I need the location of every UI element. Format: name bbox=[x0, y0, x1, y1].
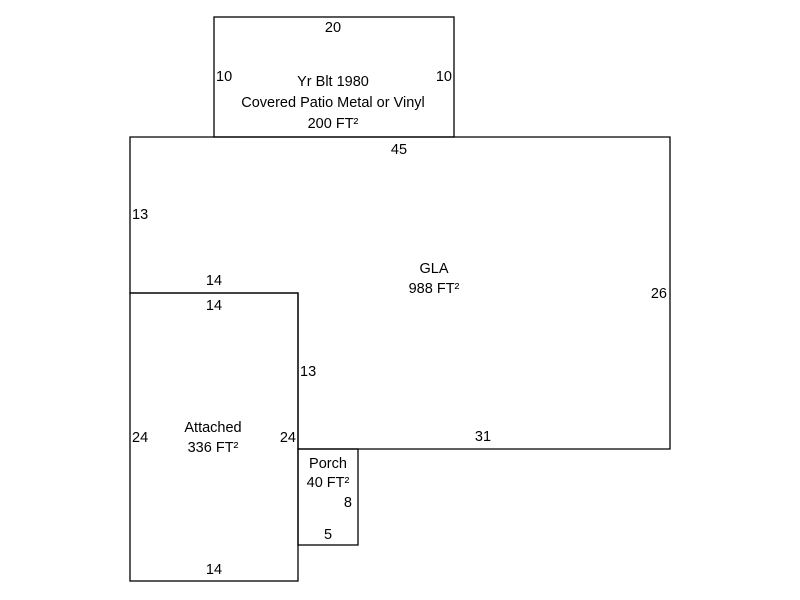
gla-step-top-dim: 14 bbox=[206, 273, 222, 289]
attached-bottom-dim: 14 bbox=[206, 562, 222, 578]
patio-top-dim: 20 bbox=[325, 20, 341, 36]
attached-area-label: 336 FT² bbox=[188, 440, 239, 456]
gla-area-label: 988 FT² bbox=[409, 281, 460, 297]
porch-side-dim: 8 bbox=[344, 495, 352, 511]
porch-name-label: Porch bbox=[309, 456, 347, 472]
gla-name-label: GLA bbox=[419, 261, 448, 277]
gla-step-side-dim: 13 bbox=[300, 364, 316, 380]
patio-left-dim: 10 bbox=[216, 69, 232, 85]
gla-left-dim: 13 bbox=[132, 207, 148, 223]
attached-right-dim: 24 bbox=[280, 430, 296, 446]
attached-outline bbox=[129, 292, 299, 582]
porch-outline bbox=[297, 448, 359, 546]
porch-area-label: 40 FT² bbox=[307, 475, 350, 491]
patio-right-dim: 10 bbox=[436, 69, 452, 85]
gla-bottom-dim: 31 bbox=[475, 429, 491, 445]
porch-bottom-dim: 5 bbox=[324, 527, 332, 543]
attached-top-dim: 14 bbox=[206, 298, 222, 314]
attached-name-label: Attached bbox=[184, 420, 241, 436]
gla-right-dim: 26 bbox=[651, 286, 667, 302]
patio-name-label: Covered Patio Metal or Vinyl bbox=[241, 95, 425, 111]
patio-year-label: Yr Blt 1980 bbox=[297, 74, 369, 90]
gla-top-dim: 45 bbox=[391, 142, 407, 158]
attached-left-dim: 24 bbox=[132, 430, 148, 446]
patio-area-label: 200 FT² bbox=[308, 116, 359, 132]
